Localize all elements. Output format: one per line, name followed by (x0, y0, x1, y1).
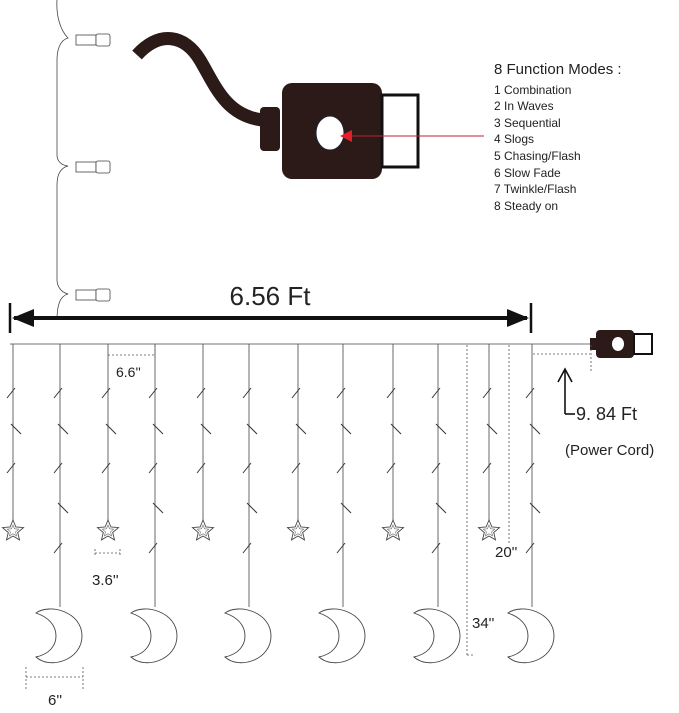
led-bulb (101, 387, 111, 399)
led-bulb (291, 387, 301, 399)
led-bulb (57, 423, 69, 435)
star-inner (291, 524, 305, 537)
star-width-label: 3.6'' (92, 572, 119, 589)
led-bulb (525, 542, 535, 554)
star-inner (482, 524, 496, 537)
mode-item: 4 Slogs (494, 132, 535, 147)
strand-spacing-label: 6.6'' (116, 364, 141, 380)
led-bulb (340, 502, 352, 514)
led-bulb (390, 423, 402, 435)
led-bulb (246, 423, 258, 435)
moon-icon (413, 608, 461, 664)
mode-item: 1 Combination (494, 82, 572, 97)
mode-item: 6 Slow Fade (494, 165, 561, 180)
star-icon (191, 518, 215, 541)
star-inner (101, 524, 115, 537)
led-bulb (486, 423, 498, 435)
function-modes-list: 8 Function Modes : 1 Combination 2 In Wa… (494, 61, 622, 214)
led-bulb (148, 542, 158, 554)
led-bulb (336, 542, 346, 554)
star-inner (196, 524, 210, 537)
led-bulb (53, 387, 63, 399)
power-cord-arrow (557, 367, 575, 415)
led-bulb (431, 387, 441, 399)
function-modes-title: 8 Function Modes : (494, 61, 622, 78)
led-bulb (529, 423, 541, 435)
star-icon (286, 518, 310, 541)
led-bulb (431, 542, 441, 554)
moon-icon (224, 608, 272, 664)
led-bulb (482, 387, 492, 399)
led-bulb (291, 462, 301, 474)
led-bulb (6, 462, 16, 474)
mode-item: 2 In Waves (494, 99, 554, 114)
led-bulb (53, 462, 63, 474)
small-controller-icon (590, 330, 653, 358)
led-bulb (242, 462, 252, 474)
led-bulb (340, 423, 352, 435)
led-bulb (6, 387, 16, 399)
controller-icon (132, 32, 484, 179)
led-bulb (242, 387, 252, 399)
led-bulb (196, 387, 206, 399)
led-bulb (525, 462, 535, 474)
power-cord-label: (Power Cord) (565, 442, 654, 459)
mode-item: 5 Chasing/Flash (494, 148, 581, 163)
led-bulb (101, 462, 111, 474)
star-icon (1, 518, 25, 541)
led-bulb (148, 462, 158, 474)
led-bulb (525, 387, 535, 399)
connector-wire (56, 0, 111, 321)
led-bulb (386, 462, 396, 474)
led-bulb (196, 462, 206, 474)
moon-icon (318, 608, 366, 664)
mode-item: 7 Twinkle/Flash (494, 182, 577, 197)
long-drop-label: 34'' (472, 615, 495, 632)
star-icon (96, 518, 120, 541)
width-dimension (8, 303, 533, 333)
power-cord-length: 9. 84 Ft (576, 404, 637, 424)
star-inner (6, 524, 20, 537)
moon-icon (35, 608, 83, 664)
led-bulb (246, 502, 258, 514)
led-bulb (57, 502, 69, 514)
moon-icon (507, 608, 555, 664)
led-bulb (10, 423, 22, 435)
led-bulb (435, 423, 447, 435)
led-bulb (529, 502, 541, 514)
dimension-guides (25, 345, 592, 690)
moon-width-label: 6'' (48, 692, 62, 709)
light-strands (1, 344, 555, 664)
star-inner (386, 524, 400, 537)
led-bulb (105, 423, 117, 435)
led-bulb (435, 502, 447, 514)
short-drop-label: 20'' (495, 544, 518, 561)
star-icon (381, 518, 405, 541)
mode-item: 3 Sequential (494, 115, 561, 130)
led-bulb (295, 423, 307, 435)
width-label: 6.56 Ft (230, 281, 312, 311)
led-bulb (200, 423, 212, 435)
star-icon (477, 518, 501, 541)
led-bulb (336, 387, 346, 399)
mode-item: 8 Steady on (494, 198, 559, 213)
led-bulb (336, 462, 346, 474)
led-bulb (53, 542, 63, 554)
led-bulb (152, 502, 164, 514)
led-bulb (242, 542, 252, 554)
moon-icon (130, 608, 178, 664)
led-bulb (386, 387, 396, 399)
led-bulb (431, 462, 441, 474)
led-bulb (152, 423, 164, 435)
led-bulb (482, 462, 492, 474)
led-bulb (148, 387, 158, 399)
